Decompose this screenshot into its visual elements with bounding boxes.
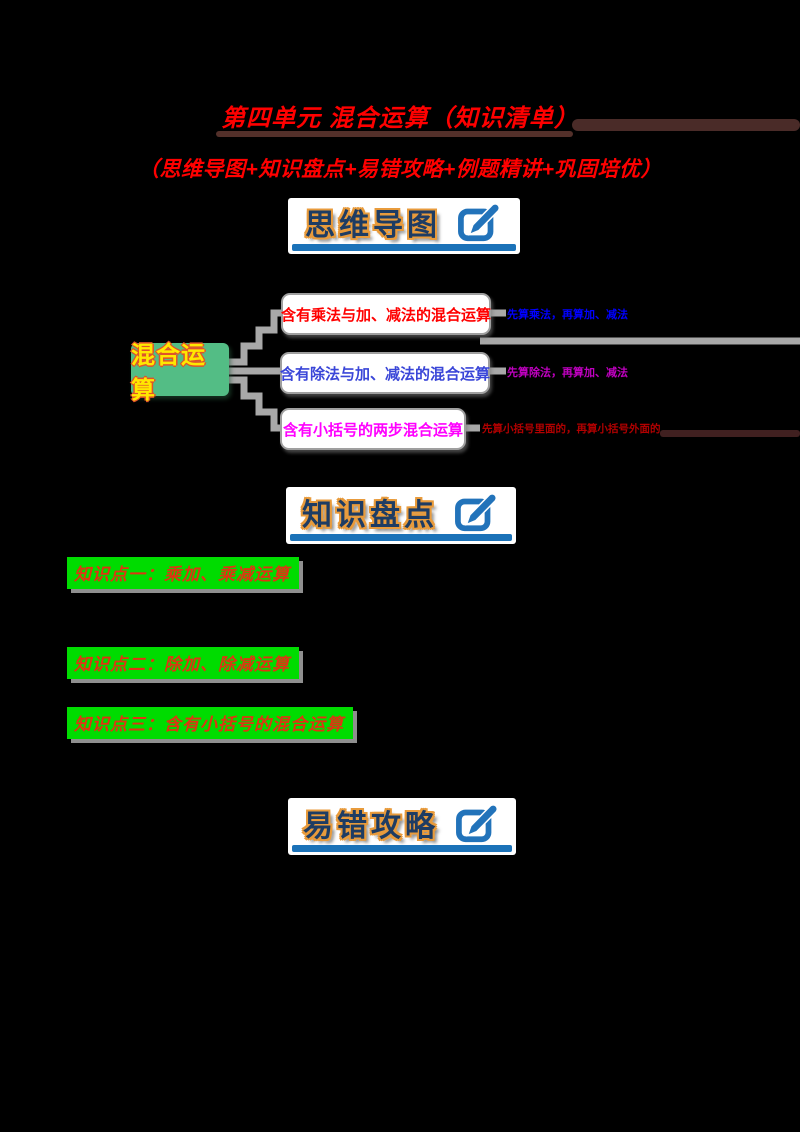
section-title: 知识盘点 — [302, 498, 438, 532]
mindmap-branch-multiplication: 含有乘法与加、减法的混合运算 — [281, 293, 491, 335]
edit-pencil-icon — [455, 492, 498, 531]
title-scribble-line — [572, 119, 800, 131]
mindmap-root-node: 混合运算 — [131, 342, 229, 404]
edit-pencil-icon — [458, 203, 501, 242]
banner-underline — [290, 534, 512, 541]
mindmap-note-multiplication: 先算乘法，再算加、减法 — [507, 309, 628, 321]
section-title: 易错攻略 — [303, 809, 439, 843]
knowledge-point-2: 知识点二：除加、除减运算 — [67, 647, 299, 679]
section-banner-knowledge: 知识盘点 — [286, 487, 516, 544]
mindmap-branch-division: 含有除法与加、减法的混合运算 — [280, 352, 490, 394]
mindmap-note-parentheses: 先算小括号里面的，再算小括号外面的 — [482, 423, 661, 435]
knowledge-point-3: 知识点三：含有小括号的混合运算 — [67, 707, 353, 739]
title-underline — [216, 131, 573, 137]
banner-underline — [292, 845, 512, 852]
note-scribble-line — [660, 430, 800, 437]
banner-underline — [292, 244, 516, 251]
mindmap-branch-parentheses: 含有小括号的两步混合运算 — [280, 408, 466, 450]
document-title: 第四单元 混合运算（知识清单） — [221, 105, 579, 132]
edit-pencil-icon — [456, 803, 499, 842]
mindmap-root-label: 混合运算 — [131, 341, 206, 404]
mindmap-note-division: 先算除法，再算加、减法 — [507, 367, 628, 379]
knowledge-point-1: 知识点一：乘加、乘减运算 — [67, 557, 299, 589]
section-banner-mindmap: 思维导图 — [288, 198, 520, 254]
document-subtitle: （思维导图+知识盘点+易错攻略+例题精讲+巩固培优） — [137, 158, 663, 181]
section-banner-errors: 易错攻略 — [288, 798, 516, 855]
section-title: 思维导图 — [305, 209, 441, 242]
